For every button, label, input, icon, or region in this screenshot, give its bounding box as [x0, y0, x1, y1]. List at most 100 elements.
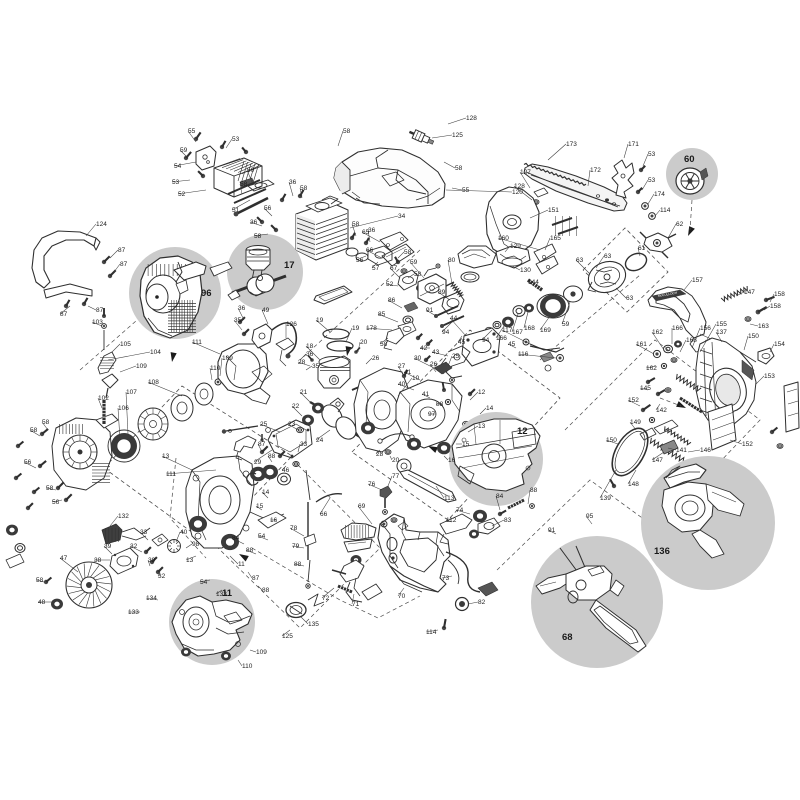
svg-text:98: 98 [192, 541, 200, 548]
svg-text:12: 12 [478, 389, 486, 396]
svg-text:41: 41 [422, 391, 430, 398]
svg-text:53: 53 [172, 179, 180, 186]
svg-text:20: 20 [360, 339, 368, 346]
svg-text:125: 125 [452, 132, 463, 139]
svg-text:107: 107 [126, 389, 137, 396]
svg-text:38: 38 [94, 557, 102, 564]
svg-text:87: 87 [120, 261, 128, 268]
svg-text:111: 111 [166, 471, 176, 478]
svg-text:128: 128 [514, 183, 525, 190]
svg-text:58: 58 [42, 419, 50, 426]
svg-text:56: 56 [264, 205, 272, 212]
svg-text:126: 126 [286, 321, 297, 328]
svg-text:58: 58 [240, 181, 248, 188]
svg-text:24: 24 [316, 437, 324, 444]
svg-text:172: 172 [590, 167, 601, 174]
svg-text:42: 42 [420, 345, 428, 352]
svg-text:63: 63 [576, 257, 584, 264]
svg-text:58: 58 [300, 185, 308, 192]
svg-text:41: 41 [404, 369, 412, 376]
svg-text:21: 21 [300, 389, 308, 396]
svg-text:17: 17 [284, 260, 295, 271]
svg-text:89: 89 [438, 289, 446, 296]
svg-text:103: 103 [92, 319, 103, 326]
svg-text:28: 28 [298, 359, 306, 366]
svg-text:87: 87 [60, 311, 68, 318]
svg-text:87: 87 [258, 441, 266, 448]
svg-text:110: 110 [210, 365, 221, 372]
svg-text:47: 47 [60, 555, 68, 562]
svg-text:68: 68 [562, 632, 573, 643]
svg-text:151: 151 [548, 207, 559, 214]
svg-text:11: 11 [238, 561, 245, 568]
svg-text:13: 13 [162, 453, 170, 460]
svg-text:56: 56 [356, 257, 364, 264]
svg-text:49: 49 [262, 307, 270, 314]
svg-text:162: 162 [646, 365, 657, 372]
svg-text:61: 61 [638, 245, 646, 252]
svg-text:86: 86 [388, 297, 396, 304]
svg-text:163: 163 [758, 323, 769, 330]
svg-text:35: 35 [234, 317, 242, 324]
svg-text:139: 139 [600, 495, 611, 502]
svg-text:114: 114 [660, 207, 671, 214]
svg-text:66: 66 [366, 247, 374, 254]
svg-text:25: 25 [260, 421, 268, 428]
svg-text:144: 144 [528, 279, 539, 286]
svg-text:88: 88 [530, 487, 538, 494]
svg-text:36: 36 [289, 179, 297, 186]
svg-text:15: 15 [462, 441, 470, 448]
svg-text:178: 178 [366, 325, 377, 332]
svg-text:25: 25 [452, 353, 460, 360]
svg-text:109: 109 [136, 363, 147, 370]
svg-text:22: 22 [292, 403, 300, 410]
svg-text:23: 23 [288, 421, 296, 428]
svg-text:111: 111 [192, 339, 202, 346]
svg-text:120: 120 [512, 189, 523, 196]
svg-text:11: 11 [222, 588, 233, 599]
svg-text:152: 152 [628, 397, 639, 404]
svg-text:76: 76 [368, 481, 376, 488]
svg-text:50: 50 [247, 167, 255, 174]
svg-text:117: 117 [502, 327, 513, 334]
svg-text:166: 166 [496, 335, 507, 342]
svg-text:97: 97 [428, 411, 436, 418]
svg-text:88: 88 [262, 587, 270, 594]
svg-text:62: 62 [676, 221, 684, 228]
svg-text:58: 58 [380, 341, 388, 348]
svg-text:149: 149 [630, 419, 641, 426]
svg-text:58: 58 [343, 128, 351, 135]
svg-text:105: 105 [120, 341, 131, 348]
svg-text:36: 36 [368, 227, 376, 234]
svg-text:51: 51 [232, 207, 240, 214]
svg-text:26: 26 [372, 355, 380, 362]
svg-text:15: 15 [256, 503, 264, 510]
svg-text:102: 102 [98, 395, 109, 402]
svg-text:134: 134 [146, 595, 157, 602]
svg-text:108: 108 [148, 379, 159, 386]
svg-text:142: 142 [656, 407, 667, 414]
svg-text:156: 156 [700, 325, 711, 332]
svg-text:65: 65 [362, 229, 370, 236]
svg-text:36: 36 [238, 305, 246, 312]
svg-text:148: 148 [628, 481, 639, 488]
svg-text:44: 44 [450, 315, 458, 322]
svg-text:45: 45 [458, 339, 466, 346]
svg-text:40: 40 [180, 529, 188, 536]
svg-text:72: 72 [322, 595, 330, 602]
svg-text:16: 16 [270, 517, 278, 524]
svg-text:40: 40 [398, 381, 406, 388]
svg-text:146: 146 [700, 447, 711, 454]
svg-text:McCULLOCH: McCULLOCH [657, 291, 678, 298]
svg-text:160: 160 [498, 235, 509, 242]
svg-text:91: 91 [426, 307, 434, 314]
svg-text:87: 87 [96, 307, 104, 314]
svg-text:32: 32 [130, 543, 138, 550]
svg-text:91: 91 [548, 527, 556, 534]
svg-text:14: 14 [486, 405, 494, 412]
svg-text:32: 32 [158, 573, 166, 580]
svg-text:58: 58 [352, 221, 360, 228]
svg-text:88: 88 [268, 453, 276, 460]
svg-text:136: 136 [654, 546, 670, 557]
svg-text:88: 88 [246, 547, 254, 554]
